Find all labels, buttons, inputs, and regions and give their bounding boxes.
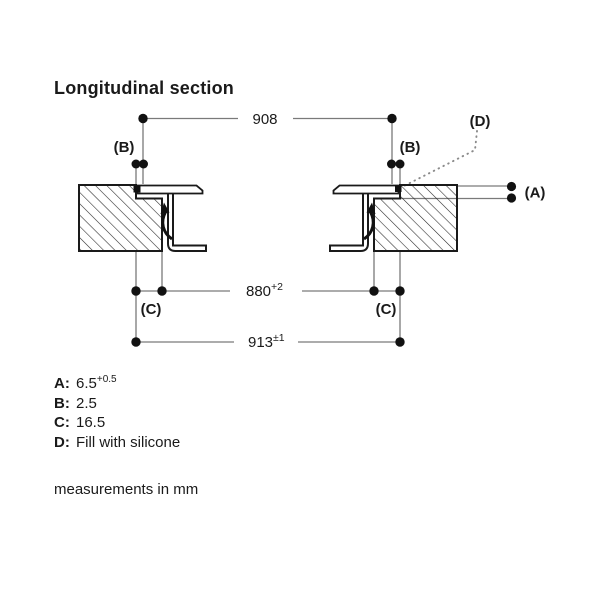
- hob-bracket-left: [167, 191, 207, 252]
- legend-item-a: A:6.5+0.5: [54, 374, 117, 393]
- hob-bracket-right: [329, 191, 369, 252]
- spring-clip-left: [161, 211, 173, 241]
- silicone-joint-right: [395, 185, 402, 192]
- silicone-joint-left: [133, 185, 141, 193]
- dim-913-label: 913±1: [248, 332, 285, 351]
- spring-clips: [160, 202, 376, 241]
- legend-item-c: C:16.5: [54, 414, 106, 431]
- legend-item-d: D:Fill with silicone: [54, 433, 181, 451]
- legend-item-b: B:2.5: [54, 394, 97, 412]
- dimension-dots: [131, 113, 517, 347]
- worktop-right: [373, 184, 458, 252]
- dim-880-label: 880+2: [246, 281, 283, 300]
- callout-b-left: (B): [114, 139, 135, 156]
- hob-profiles: [136, 184, 400, 252]
- dim-908-label: 908: [252, 111, 277, 128]
- worktop-left: [78, 184, 163, 252]
- callout-c-left: (C): [141, 301, 162, 318]
- hob-flange-right: [332, 184, 400, 195]
- callout-d: (D): [470, 113, 491, 130]
- callout-b-right: (B): [400, 139, 421, 156]
- spring-clip-right: [363, 211, 375, 241]
- units-note: measurements in mm: [54, 481, 199, 498]
- callout-c-right: (C): [376, 301, 397, 318]
- hob-flange-left: [136, 184, 204, 195]
- page-title: Longitudinal section: [54, 78, 234, 98]
- callout-a: (A): [525, 185, 546, 202]
- spring-clip-left-arrow: [160, 202, 170, 214]
- silicone-joints: [133, 185, 402, 193]
- legend: A:6.5+0.5 B:2.5 C:16.5 D:Fill with silic…: [54, 374, 180, 452]
- worktop-sections: [78, 184, 458, 252]
- spring-clip-right-arrow: [366, 202, 376, 214]
- construction-lines: [135, 117, 511, 343]
- silicone-leader-line: [401, 130, 478, 188]
